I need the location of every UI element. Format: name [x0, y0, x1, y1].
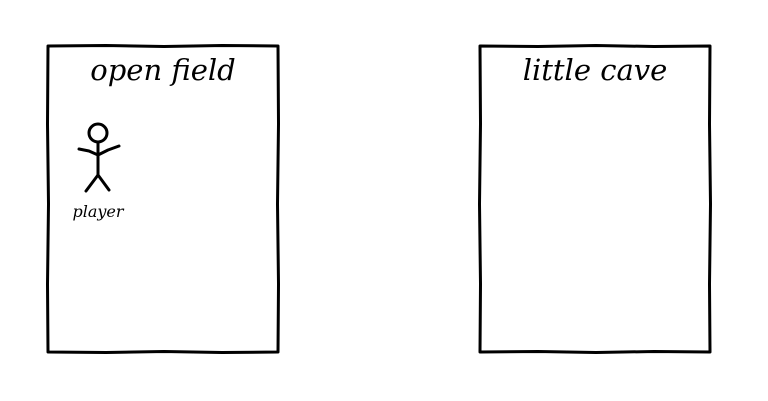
player-character[interactable]: player: [64, 120, 132, 230]
room-border: [478, 44, 712, 354]
player-label: player: [72, 202, 124, 221]
stick-figure-icon: [77, 122, 121, 193]
room-border: [46, 44, 280, 354]
room-title: little cave: [522, 53, 668, 87]
room-title: open field: [90, 53, 236, 87]
room-little-cave: little cave: [478, 44, 712, 354]
room-open-field: open field player: [46, 44, 280, 354]
